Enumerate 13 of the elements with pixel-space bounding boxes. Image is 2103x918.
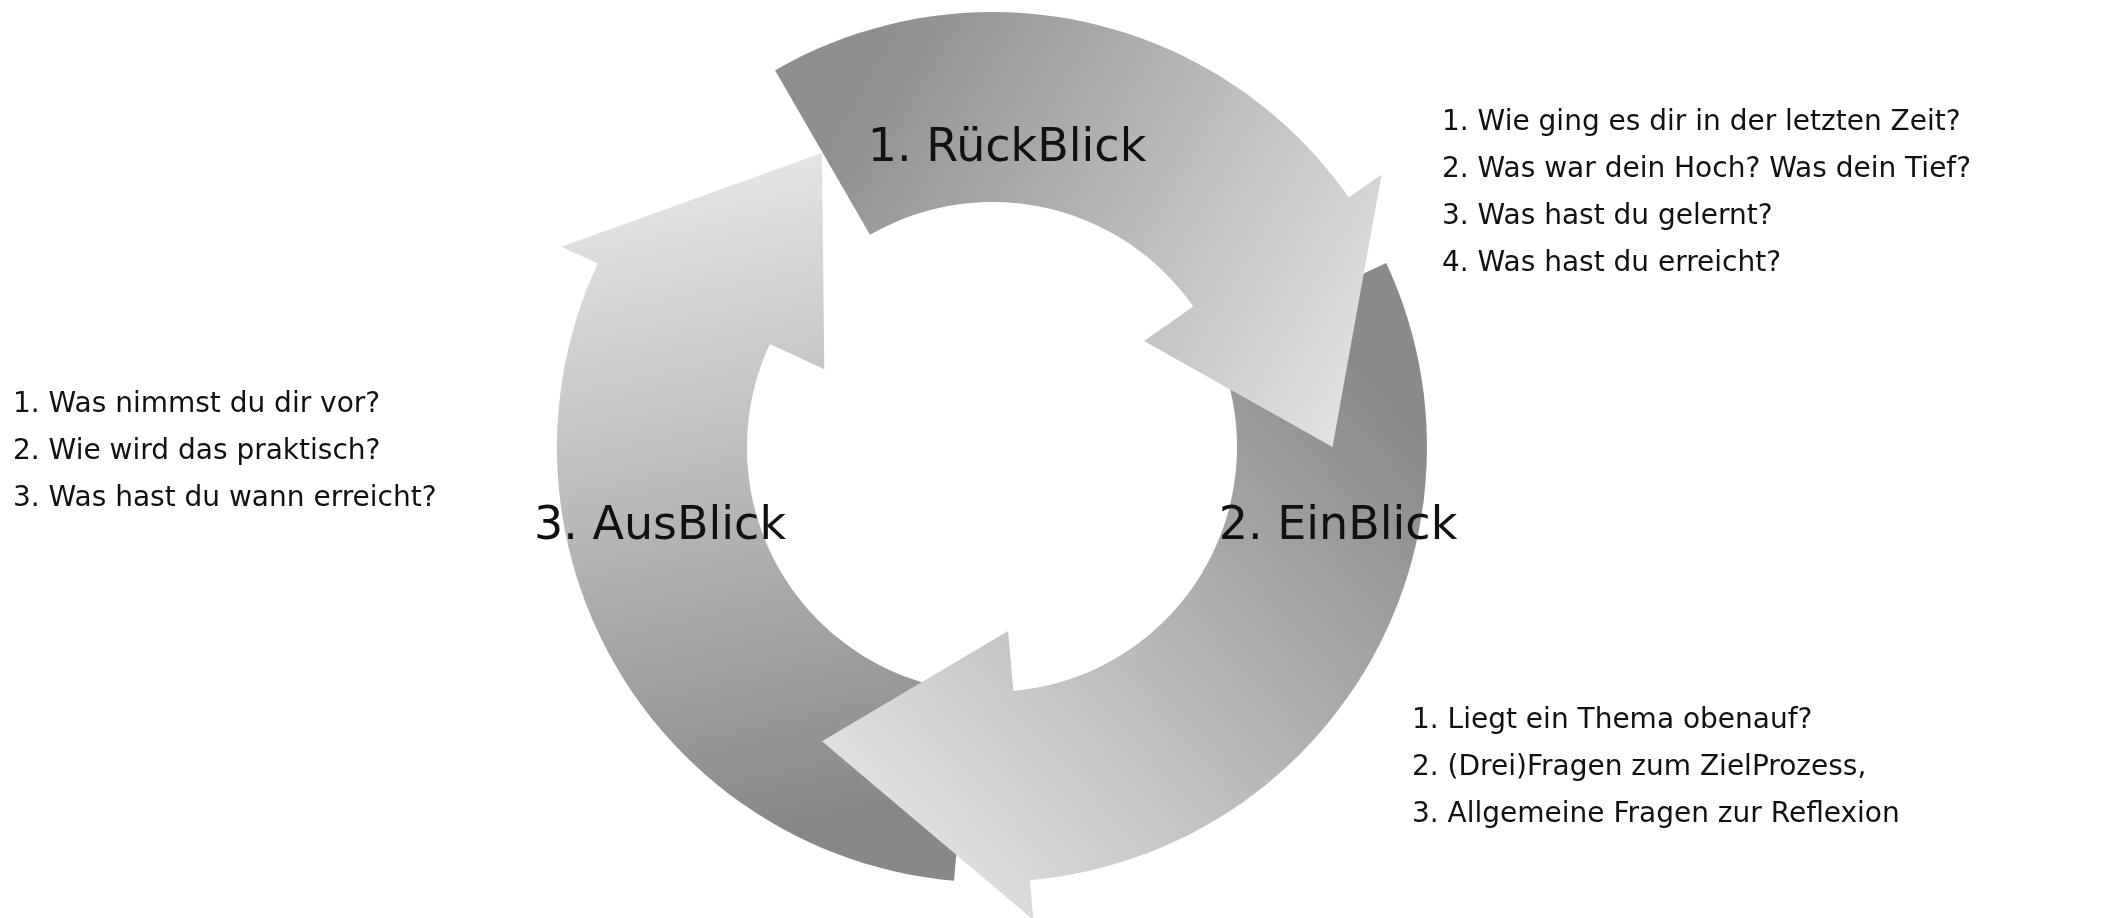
- question-item: 1. Liegt ein Thema obenauf?: [1412, 702, 1813, 736]
- question-item: 3. Was hast du wann erreicht?: [13, 480, 437, 514]
- question-item: 1. Was nimmst du dir vor?: [13, 386, 381, 420]
- question-item: 3. Was hast du gelernt?: [1442, 198, 1773, 232]
- stage-title: 3. AusBlick: [533, 497, 787, 549]
- stage-title: 1. RückBlick: [867, 119, 1147, 171]
- question-item: 4. Was hast du erreicht?: [1442, 245, 1782, 279]
- question-item: 2. Was war dein Hoch? Was dein Tief?: [1442, 151, 1972, 185]
- question-item: 2. Wie wird das praktisch?: [13, 433, 381, 467]
- question-item: 3. Allgemeine Fragen zur Reflexion: [1412, 796, 1900, 830]
- curved-arrow-shape: [774, 12, 1382, 447]
- question-item: 1. Wie ging es dir in der letzten Zeit?: [1442, 104, 1961, 138]
- question-item: 2. (Drei)Fragen zum ZielProzess,: [1412, 749, 1867, 783]
